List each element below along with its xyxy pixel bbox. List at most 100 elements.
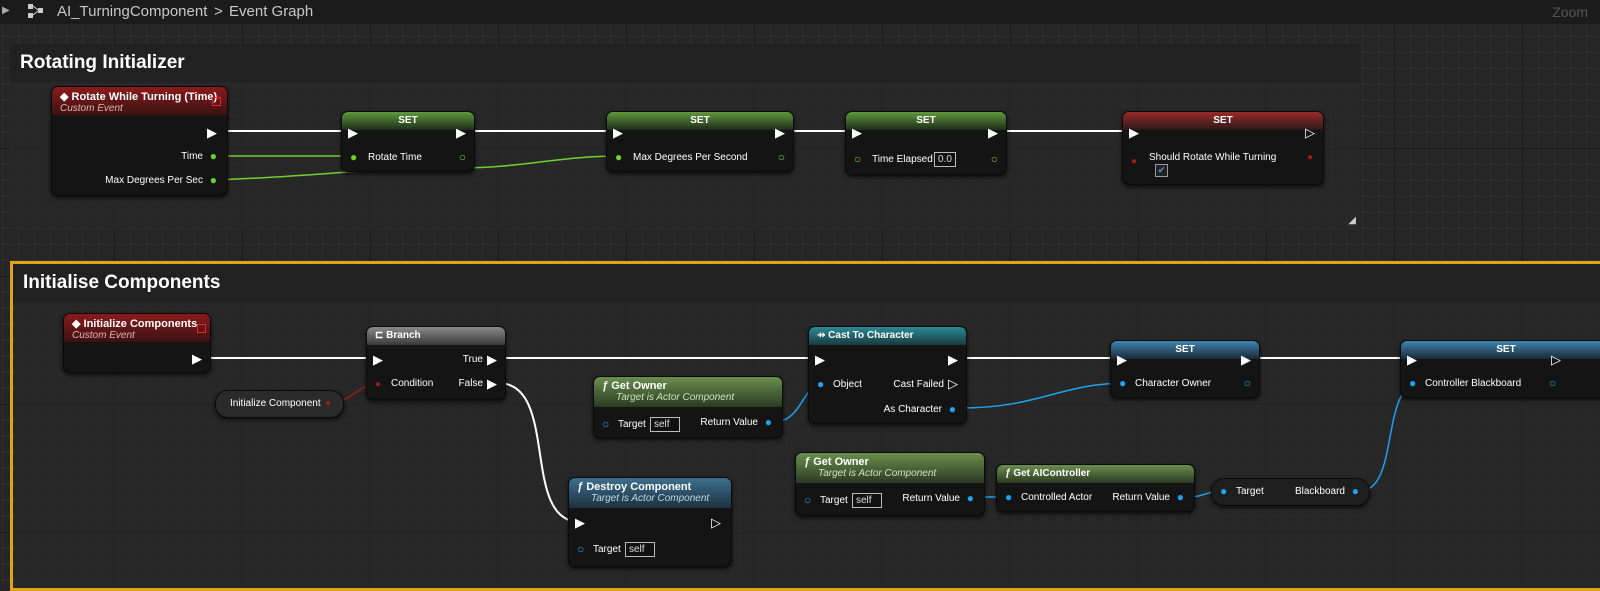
custom-event-initialize-components[interactable]: ◆ Initialize Components Custom Event ▶ <box>63 313 211 373</box>
exec-in-pin[interactable]: ▶ <box>348 125 358 140</box>
function-get-owner-2[interactable]: ƒ Get Owner Target is Actor Component ○ … <box>795 452 985 516</box>
branch-node[interactable]: ⊏ Branch ▶ True ▶ ● Condition False ▶ <box>366 326 506 400</box>
pin-label-blackboard: Blackboard <box>1294 486 1345 497</box>
exec-out-pin[interactable]: ▶ <box>207 125 217 140</box>
exec-in-pin[interactable]: ▶ <box>815 352 825 367</box>
bool-out-pin[interactable]: ● <box>1306 152 1313 163</box>
object-in-pin[interactable]: ● <box>1119 376 1127 390</box>
node-title: Branch <box>386 330 421 341</box>
resize-handle-icon[interactable]: ◢ <box>1348 215 1356 226</box>
breadcrumb-graph[interactable]: Event Graph <box>229 3 314 20</box>
collapse-arrow-icon[interactable]: ▶ <box>2 5 10 16</box>
exec-in-pin[interactable]: ▶ <box>1117 352 1127 367</box>
bool-out-pin[interactable]: ● <box>324 398 331 409</box>
set-node-should-rotate[interactable]: SET ▶ ▷ ● Should Rotate While Turning ✔ … <box>1122 111 1324 185</box>
float-out-pin[interactable]: ○ <box>990 152 998 166</box>
comment-title: Rotating Initializer <box>20 52 185 73</box>
exec-in-pin[interactable]: ▶ <box>852 125 862 140</box>
exec-in-pin[interactable]: ▶ <box>1129 125 1139 140</box>
exec-in-pin[interactable]: ▶ <box>613 125 623 140</box>
exec-out-pin[interactable]: ▶ <box>192 351 202 366</box>
target-self-field[interactable]: self <box>625 542 655 557</box>
node-title: Initialize Components <box>83 318 198 330</box>
function-icon: ƒ <box>804 456 814 468</box>
custom-event-rotate-while-turning[interactable]: ◆ Rotate While Turning (Time) Custom Eve… <box>51 86 228 196</box>
float-pin-time[interactable]: ● <box>209 149 217 163</box>
node-header: ⇸ Cast To Character <box>809 327 966 345</box>
exec-in-pin[interactable]: ▶ <box>373 352 383 367</box>
target-self-field[interactable]: self <box>650 417 680 432</box>
event-icon: ◆ <box>60 91 72 103</box>
node-header: SET <box>607 112 793 130</box>
event-delegate-pin[interactable] <box>197 324 206 333</box>
should-rotate-checkbox[interactable]: ✔ <box>1155 164 1168 177</box>
function-icon: ƒ <box>602 380 612 392</box>
branch-icon: ⊏ <box>375 330 387 341</box>
float-out-pin[interactable]: ○ <box>777 150 785 164</box>
target-self-field[interactable]: self <box>852 493 882 508</box>
exec-cast-failed-pin[interactable]: ▷ <box>948 376 958 391</box>
exec-out-pin[interactable]: ▶ <box>775 125 785 140</box>
comment-initialise-components[interactable]: Initialise Components <box>10 261 1600 591</box>
function-get-owner[interactable]: ƒ Get Owner Target is Actor Component ○ … <box>593 376 783 438</box>
object-in-pin[interactable]: ● <box>817 377 825 391</box>
node-header: ◆ Rotate While Turning (Time) Custom Eve… <box>52 87 227 115</box>
object-in-pin[interactable]: ○ <box>804 493 812 507</box>
pin-label-target: Target <box>820 495 848 506</box>
cast-icon: ⇸ <box>817 330 829 341</box>
event-delegate-pin[interactable] <box>212 97 221 106</box>
float-out-pin[interactable]: ○ <box>458 150 466 164</box>
exec-out-pin[interactable]: ▶ <box>948 352 958 367</box>
float-in-pin[interactable]: ● <box>350 150 358 164</box>
node-title: Destroy Component <box>586 481 692 493</box>
exec-out-pin[interactable]: ▷ <box>711 515 721 530</box>
object-in-pin[interactable]: ● <box>1220 484 1228 498</box>
node-header: ƒ Get Owner Target is Actor Component <box>594 377 782 407</box>
function-get-aicontroller[interactable]: ƒ Get AIController ● Controlled Actor Re… <box>996 464 1195 512</box>
object-in-pin[interactable]: ○ <box>577 542 585 556</box>
cast-to-character-node[interactable]: ⇸ Cast To Character ▶ ▶ ● Object Cast Fa… <box>808 326 967 424</box>
pin-label-max-degrees-per-second: Max Degrees Per Second <box>633 152 748 163</box>
breadcrumb-component[interactable]: AI_TurningComponent <box>57 3 208 20</box>
set-node-character-owner[interactable]: SET ▶ ▶ ● Character Owner ○ <box>1110 340 1260 398</box>
object-in-pin[interactable]: ● <box>1005 490 1013 504</box>
function-get-blackboard[interactable]: ● Target Blackboard ● <box>1211 478 1370 506</box>
node-header: SET <box>1111 341 1259 359</box>
pin-label-false: False <box>458 378 483 389</box>
object-in-pin[interactable]: ○ <box>602 417 610 431</box>
exec-false-pin[interactable]: ▶ <box>487 376 497 391</box>
object-out-pin[interactable]: ● <box>1351 484 1359 498</box>
exec-true-pin[interactable]: ▶ <box>487 352 497 367</box>
set-node-controller-blackboard[interactable]: SET ▶ ▷ ● Controller Blackboard ○ <box>1400 340 1600 398</box>
object-out-pin[interactable]: ● <box>966 491 974 505</box>
set-node-max-degrees[interactable]: SET ▶ ▶ ● Max Degrees Per Second ○ <box>606 111 794 172</box>
float-pin-max-degrees[interactable]: ● <box>209 173 217 187</box>
object-out-pin[interactable]: ● <box>948 402 956 416</box>
exec-in-pin[interactable]: ▶ <box>575 515 585 530</box>
exec-out-pin[interactable]: ▷ <box>1305 125 1315 140</box>
pin-label-target: Target <box>593 544 621 555</box>
bool-in-pin[interactable]: ● <box>1131 156 1138 167</box>
object-out-pin[interactable]: ○ <box>1549 376 1557 390</box>
variable-get-initialize-component[interactable]: Initialize Component ● <box>215 390 344 418</box>
exec-out-pin[interactable]: ▶ <box>988 125 998 140</box>
object-out-pin[interactable]: ● <box>1176 490 1184 504</box>
exec-out-pin[interactable]: ▶ <box>1241 352 1251 367</box>
object-out-pin[interactable]: ● <box>764 415 772 429</box>
node-header: ƒ Destroy Component Target is Actor Comp… <box>569 478 731 508</box>
float-in-pin[interactable]: ● <box>615 150 623 164</box>
float-in-pin[interactable]: ○ <box>854 152 862 166</box>
exec-in-pin[interactable]: ▶ <box>1407 352 1417 367</box>
bool-in-pin[interactable]: ● <box>375 379 382 390</box>
time-elapsed-input[interactable]: 0.0 <box>934 152 956 167</box>
pin-label-controlled-actor: Controlled Actor <box>1021 492 1093 503</box>
function-destroy-component[interactable]: ƒ Destroy Component Target is Actor Comp… <box>568 477 732 567</box>
function-icon: ƒ <box>577 481 587 493</box>
exec-out-pin[interactable]: ▶ <box>456 125 466 140</box>
exec-out-pin[interactable]: ▷ <box>1551 352 1561 367</box>
breadcrumb-separator: > <box>214 3 223 20</box>
set-node-rotate-time[interactable]: SET ▶ ▶ ● Rotate Time ○ <box>341 111 475 172</box>
object-out-pin[interactable]: ○ <box>1243 376 1251 390</box>
object-in-pin[interactable]: ● <box>1409 376 1417 390</box>
set-node-time-elapsed[interactable]: SET ▶ ▶ ○ Time Elapsed 0.0 ○ <box>845 111 1007 175</box>
